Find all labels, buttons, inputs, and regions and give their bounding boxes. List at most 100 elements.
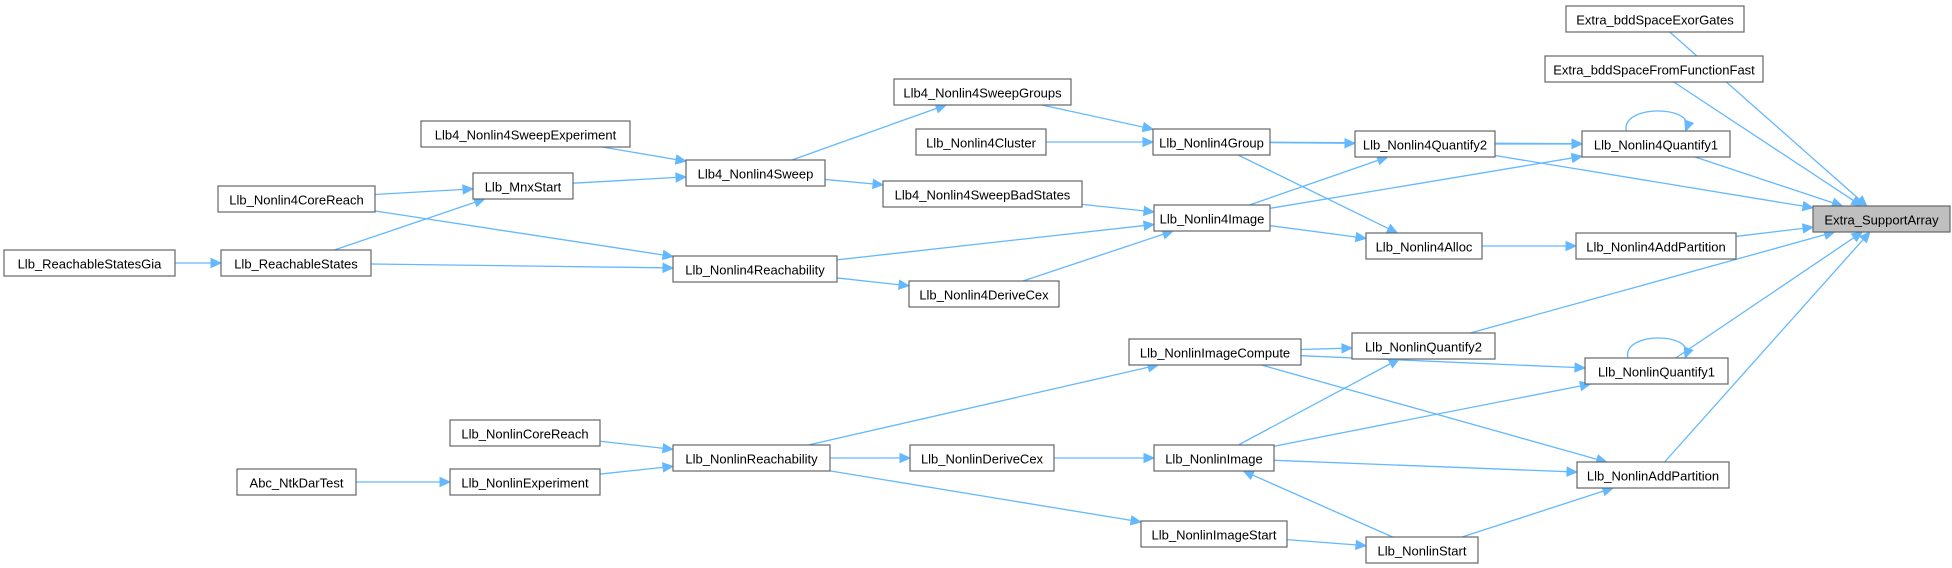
edge-sweep4-to-sweepbad <box>824 178 885 190</box>
node-box <box>472 172 574 200</box>
node-label: Llb_Nonlin4Cluster <box>926 136 1037 151</box>
node-box <box>1354 130 1496 158</box>
edge-mnx-to-sweep4 <box>572 172 688 184</box>
edge-sweepbad-to-img4 <box>1081 203 1156 217</box>
node-box <box>685 159 826 187</box>
node-llb-nonlin4alloc[interactable]: Llb_Nonlin4Alloc <box>1365 232 1483 260</box>
node-llb-nonlin4quantify1[interactable]: Llb_Nonlin4Quantify1 <box>1581 130 1731 158</box>
node-label: Llb_NonlinExperiment <box>461 476 589 491</box>
node-box <box>908 280 1060 308</box>
edge-corereach-to-nreach <box>599 440 675 454</box>
node-label: Llb_Nonlin4AddPartition <box>1586 240 1725 255</box>
node-label: Extra_bddSpaceFromFunctionFast <box>1553 63 1755 78</box>
node-label: Llb_ReachableStatesGia <box>18 257 163 272</box>
edge-nstart-to-addp <box>1461 486 1615 538</box>
node-layer: Extra_SupportArray Extra_bddSpaceExorGate… <box>3 5 1951 564</box>
node-llb-nonlinstart[interactable]: Llb_NonlinStart <box>1365 536 1479 564</box>
node-extra-supportarray[interactable]: Extra_SupportArray <box>1812 205 1951 233</box>
node-llb-reachablestatesgia[interactable]: Llb_ReachableStatesGia <box>3 249 176 277</box>
edge-rgia-to-rstates <box>175 257 223 269</box>
node-llb-nonlinimagestart[interactable]: Llb_NonlinImageStart <box>1140 520 1288 548</box>
node-label: Extra_bddSpaceExorGates <box>1576 13 1734 28</box>
node-llb-nonlin4quantify2[interactable]: Llb_Nonlin4Quantify2 <box>1354 130 1496 158</box>
node-box <box>1128 338 1302 366</box>
node-llb4-nonlin4sweepgroups[interactable]: Llb4_Nonlin4SweepGroups <box>893 78 1072 106</box>
node-label: Llb_NonlinQuantify1 <box>1598 365 1715 380</box>
edge-imgcomp-to-q2 <box>1300 343 1354 354</box>
node-llb-nonlin4reachability[interactable]: Llb_Nonlin4Reachability <box>672 255 838 283</box>
node-box <box>893 78 1072 106</box>
edge-img4-to-q1_4 <box>1269 152 1584 209</box>
node-llb-nonlinreachability[interactable]: Llb_NonlinReachability <box>672 444 831 472</box>
node-label: Llb_NonlinImage <box>1165 452 1263 467</box>
node-llb4-nonlin4sweepexperiment[interactable]: Llb4_Nonlin4SweepExperiment <box>420 120 631 148</box>
node-box <box>1812 205 1951 233</box>
edge-img-to-q2 <box>1238 358 1401 446</box>
edge-reach4-to-dcex4 <box>836 277 911 290</box>
node-box <box>1140 520 1288 548</box>
node-label: Llb_NonlinDeriveCex <box>921 452 1044 467</box>
node-label: Llb4_Nonlin4SweepExperiment <box>435 128 617 143</box>
node-abc-ntkdartest[interactable]: Abc_NtkDarTest <box>236 468 357 496</box>
edge-dcex4-to-img4 <box>1022 229 1175 282</box>
edge-cluster4-to-group4 <box>1046 136 1155 148</box>
node-llb-nonlincorereach[interactable]: Llb_NonlinCoreReach <box>449 419 601 447</box>
node-llb-nonlin4corereach[interactable]: Llb_Nonlin4CoreReach <box>217 185 376 213</box>
node-llb4-nonlin4sweep[interactable]: Llb4_Nonlin4Sweep <box>685 159 826 187</box>
node-box <box>1351 332 1496 360</box>
edge-imgstart-to-nstart <box>1286 538 1368 551</box>
node-llb-nonlin4image[interactable]: Llb_Nonlin4Image <box>1153 204 1271 232</box>
node-box <box>1575 232 1737 260</box>
node-extra-bddspaceexorgates[interactable]: Extra_bddSpaceExorGates <box>1565 5 1745 33</box>
edge-q1_4-to-q1_4 <box>1625 110 1695 133</box>
node-llb-mnxstart[interactable]: Llb_MnxStart <box>472 172 574 200</box>
node-label: Llb_NonlinReachability <box>685 452 818 467</box>
edge-alloc4-to-addp4 <box>1482 240 1578 252</box>
node-llb4-nonlin4sweepbadstates[interactable]: Llb4_Nonlin4SweepBadStates <box>882 180 1083 208</box>
node-llb-nonlin4derivecex[interactable]: Llb_Nonlin4DeriveCex <box>908 280 1060 308</box>
node-box <box>1565 5 1745 33</box>
node-label: Llb_NonlinQuantify2 <box>1365 340 1482 355</box>
edge-img-to-q1 <box>1273 380 1592 447</box>
node-llb-nonlinquantify2[interactable]: Llb_NonlinQuantify2 <box>1351 332 1496 360</box>
node-label: Abc_NtkDarTest <box>250 476 344 491</box>
node-label: Llb_Nonlin4CoreReach <box>229 193 363 208</box>
node-llb-nonlinquantify1[interactable]: Llb_NonlinQuantify1 <box>1584 357 1729 385</box>
node-llb-nonlinaddpartition[interactable]: Llb_NonlinAddPartition <box>1576 461 1730 489</box>
edge-q2_4-to-root <box>1494 154 1815 212</box>
node-llb-nonlin4group[interactable]: Llb_Nonlin4Group <box>1152 128 1271 156</box>
node-box <box>909 444 1055 472</box>
node-llb-reachablestates[interactable]: Llb_ReachableStates <box>220 249 372 277</box>
node-box <box>672 444 831 472</box>
edge-corereach4-to-reach4 <box>374 210 675 261</box>
node-box <box>672 255 838 283</box>
node-label: Llb_Nonlin4Reachability <box>685 263 825 278</box>
node-llb-nonlinderivecex[interactable]: Llb_NonlinDeriveCex <box>909 444 1055 472</box>
node-llb-nonlinimage[interactable]: Llb_NonlinImage <box>1153 444 1275 472</box>
node-llb-nonlinimagecompute[interactable]: Llb_NonlinImageCompute <box>1128 338 1302 366</box>
node-box <box>1576 461 1730 489</box>
edge-reach4-to-img4 <box>836 220 1156 261</box>
edge-nexp-to-nreach <box>599 462 675 475</box>
edge-dcex-to-img <box>1054 452 1156 464</box>
edge-nstart-to-img <box>1242 470 1393 538</box>
node-label: Llb_NonlinImageStart <box>1151 528 1276 543</box>
edge-rstates-to-reach4 <box>370 262 675 274</box>
edge-q1-to-q1 <box>1627 337 1694 360</box>
edge-sweepgroups-to-group4 <box>1041 104 1155 133</box>
node-llb-nonlinexperiment[interactable]: Llb_NonlinExperiment <box>449 468 601 496</box>
node-label: Llb_MnxStart <box>485 180 562 195</box>
node-extra-bddspacefromfunctionfast[interactable]: Extra_bddSpaceFromFunctionFast <box>1544 55 1764 83</box>
edge-img4-to-alloc4 <box>1269 225 1368 243</box>
node-llb-nonlin4cluster[interactable]: Llb_Nonlin4Cluster <box>915 128 1047 156</box>
edge-addp4-to-root <box>1735 223 1815 238</box>
node-label: Llb4_Nonlin4SweepBadStates <box>895 188 1071 203</box>
node-box <box>882 180 1083 208</box>
node-label: Llb_NonlinStart <box>1378 544 1467 559</box>
node-box <box>1365 536 1479 564</box>
node-label: Llb4_Nonlin4Sweep <box>698 167 814 182</box>
edge-sweepexp-to-sweep4 <box>602 146 688 165</box>
node-label: Llb4_Nonlin4SweepGroups <box>903 86 1062 101</box>
edge-img-to-addp <box>1273 459 1579 477</box>
node-llb-nonlin4addpartition[interactable]: Llb_Nonlin4AddPartition <box>1575 232 1737 260</box>
